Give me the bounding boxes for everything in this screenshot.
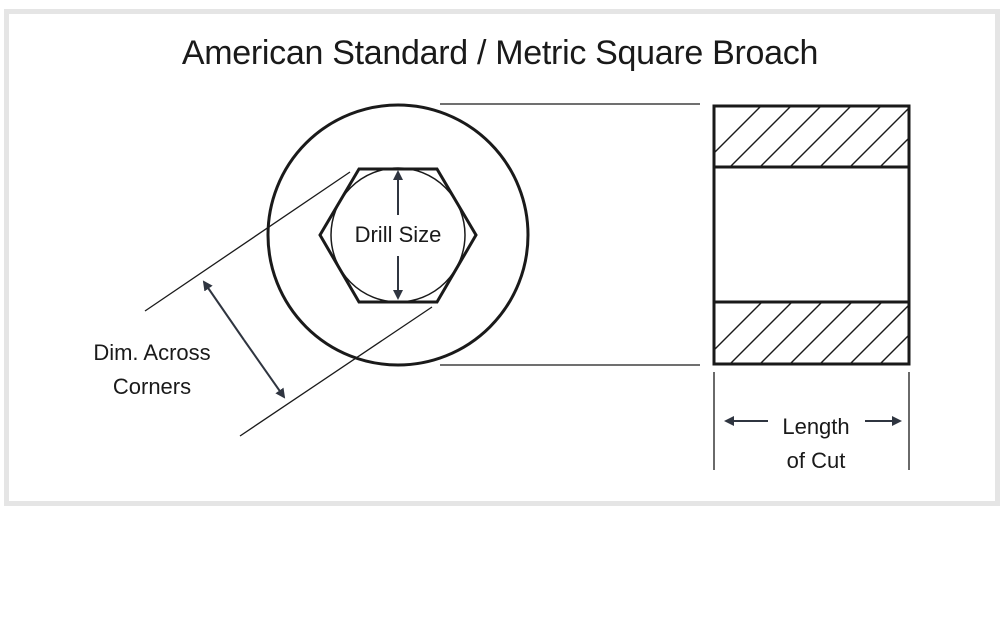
hatch-line	[879, 137, 909, 167]
hatch-line	[759, 106, 822, 167]
outer-circle	[266, 103, 530, 367]
diagram-title: American Standard / Metric Square Broach	[181, 34, 819, 72]
hatch-line	[879, 334, 909, 364]
hatch-line	[729, 106, 792, 167]
corner-extension-line-bottom	[239, 306, 433, 437]
bottom-hatching	[714, 302, 972, 364]
length-of-cut-label-2: of Cut	[787, 448, 846, 473]
length-of-cut-label-1: Length	[782, 414, 849, 439]
corners-arrow-b	[243, 339, 286, 399]
hatch-line	[849, 107, 909, 167]
hatch-line	[849, 304, 909, 364]
hatch-line	[910, 106, 971, 167]
drill-size-label: Drill Size	[355, 222, 442, 247]
dim-across-corners-label-1: Dim. Across	[93, 340, 210, 365]
hexagon-profile	[318, 167, 478, 304]
dim-across-corners-label-2: Corners	[113, 374, 191, 399]
hatch-line	[910, 302, 972, 364]
diagram-frame	[4, 9, 1000, 506]
top-hatching	[714, 106, 971, 167]
drill-circle	[330, 167, 466, 303]
section-outline	[712, 104, 911, 366]
hatch-line	[759, 302, 823, 364]
hatch-line	[789, 302, 853, 364]
hatch-line	[819, 106, 882, 167]
hatch-line	[819, 302, 883, 364]
hatch-line	[789, 106, 852, 167]
hatch-line	[714, 302, 763, 351]
corner-extension-line-top	[144, 171, 351, 312]
corners-arrow-a	[202, 280, 245, 341]
hatch-line	[714, 106, 762, 154]
hatch-line	[729, 302, 793, 364]
